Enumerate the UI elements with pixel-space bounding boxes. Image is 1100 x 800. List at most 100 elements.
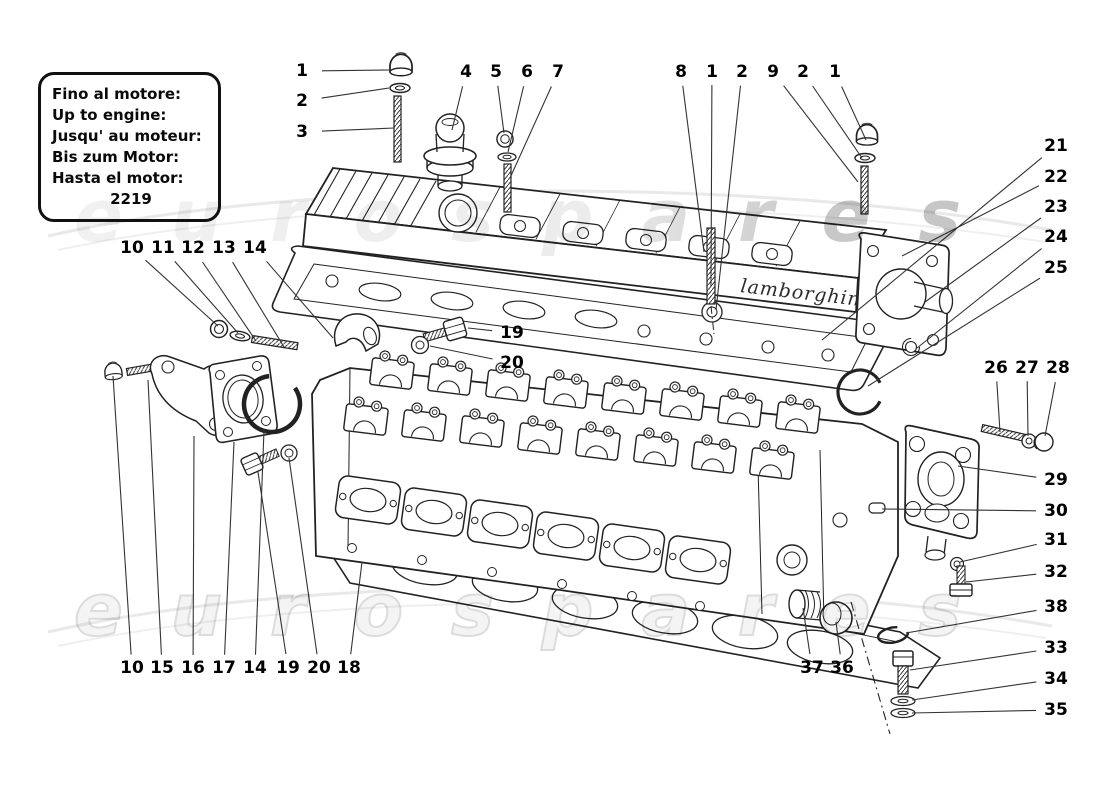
callout-number-25: 25 — [1044, 258, 1068, 278]
breather-elbow — [333, 313, 381, 353]
callout-number-19: 19 — [500, 323, 524, 343]
callout-number-5: 5 — [490, 62, 502, 82]
bolt-19-lower — [240, 448, 280, 476]
callout-number-20: 20 — [500, 353, 524, 373]
leader-line-12 — [202, 261, 257, 342]
callout-number-18: 18 — [337, 658, 361, 678]
callout-number-34: 34 — [1044, 669, 1068, 689]
leader-line-31 — [959, 543, 1037, 563]
callout-number-29: 29 — [1044, 470, 1068, 490]
callout-number-1: 1 — [296, 61, 308, 81]
leader-line-32 — [965, 573, 1037, 583]
leader-line-11 — [174, 260, 239, 334]
callout-number-37: 37 — [800, 658, 824, 678]
callout-number-13: 13 — [212, 238, 236, 258]
callout-number-2: 2 — [296, 91, 308, 111]
callout-number-10: 10 — [120, 658, 144, 678]
cylinder-head — [311, 348, 899, 635]
leader-line-26 — [996, 381, 1001, 433]
leader-line-6 — [507, 86, 525, 153]
leader-line-9 — [783, 85, 859, 183]
valve-cover-gasket — [271, 245, 893, 392]
leader-line-19 — [467, 327, 493, 332]
leader-line-14 — [266, 260, 334, 339]
callout-number-17: 17 — [212, 658, 236, 678]
callout-number-9: 9 — [767, 62, 779, 82]
leader-line-25 — [867, 277, 1041, 387]
callout-number-8: 8 — [675, 62, 687, 82]
leader-line-24 — [916, 248, 1042, 349]
callout-number-15: 15 — [150, 658, 174, 678]
callout-number-35: 35 — [1044, 700, 1068, 720]
leader-line-23 — [924, 217, 1042, 303]
callout-number-12: 12 — [181, 238, 205, 258]
leader-line-10 — [112, 375, 132, 655]
leader-line-2 — [715, 85, 742, 311]
leader-line-30 — [881, 508, 1037, 512]
callout-number-31: 31 — [1044, 530, 1068, 550]
leader-line-8 — [682, 85, 705, 253]
callout-number-33: 33 — [1044, 638, 1068, 658]
callout-number-30: 30 — [1044, 501, 1068, 521]
callout-number-11: 11 — [151, 238, 175, 258]
bolt-33 — [892, 650, 914, 695]
callout-number-7: 7 — [552, 62, 564, 82]
cam-end-plate — [855, 232, 954, 357]
callout-number-22: 22 — [1044, 167, 1068, 187]
leader-line-36 — [835, 621, 841, 655]
callout-number-19: 19 — [276, 658, 300, 678]
note-line-italian: Fino al motore: — [52, 85, 182, 103]
thermostat-cover — [904, 424, 980, 561]
callout-number-24: 24 — [1044, 227, 1068, 247]
leader-line-3 — [321, 127, 395, 132]
leader-line-5 — [497, 85, 505, 134]
note-line-german: Bis zum Motor: — [52, 148, 180, 166]
note-line-spanish: Hasta el motor: — [52, 169, 184, 187]
leader-line-29 — [957, 465, 1037, 478]
callout-number-1: 1 — [706, 62, 718, 82]
note-line-french: Jusqu' au moteur: — [52, 127, 202, 145]
stud-26 — [980, 423, 1029, 443]
callout-number-26: 26 — [984, 358, 1008, 378]
leader-line-33 — [909, 650, 1037, 671]
callout-number-2: 2 — [797, 62, 809, 82]
leader-line-1 — [841, 86, 867, 141]
callout-number-3: 3 — [296, 122, 308, 142]
bolt-19 — [422, 316, 468, 343]
note-line-english: Up to engine: — [52, 106, 167, 124]
leader-line-18 — [350, 561, 363, 655]
leader-line-22 — [901, 185, 1040, 257]
leader-line-7 — [509, 86, 552, 179]
leader-line-16 — [192, 435, 195, 656]
callout-number-2: 2 — [736, 62, 748, 82]
o-ring-25 — [836, 368, 884, 416]
leader-line-38 — [905, 609, 1037, 634]
leader-line-19 — [257, 471, 287, 655]
plug-28 — [1033, 432, 1054, 452]
washer-34 — [890, 695, 916, 707]
callout-number-23: 23 — [1044, 197, 1068, 217]
stud-9 — [860, 165, 869, 215]
leader-line-14 — [254, 429, 265, 655]
callout-number-14: 14 — [243, 658, 267, 678]
leader-line-27 — [1026, 381, 1029, 437]
callout-number-14: 14 — [243, 238, 267, 258]
callout-number-27: 27 — [1015, 358, 1039, 378]
note-engine-number: 2219 — [110, 190, 152, 208]
callout-number-32: 32 — [1044, 562, 1068, 582]
callout-number-20: 20 — [307, 658, 331, 678]
callout-number-4: 4 — [460, 62, 472, 82]
leader-line-20 — [429, 345, 493, 360]
leader-line-17 — [224, 441, 235, 655]
leader-line-35 — [911, 709, 1037, 714]
leader-line-2 — [812, 85, 863, 159]
leader-line-13 — [232, 261, 285, 348]
washer-20 — [410, 335, 430, 355]
leader-line-2 — [321, 87, 390, 99]
bolt-32 — [949, 565, 973, 597]
breather-cap — [423, 113, 477, 192]
leader-line-37 — [802, 607, 811, 655]
